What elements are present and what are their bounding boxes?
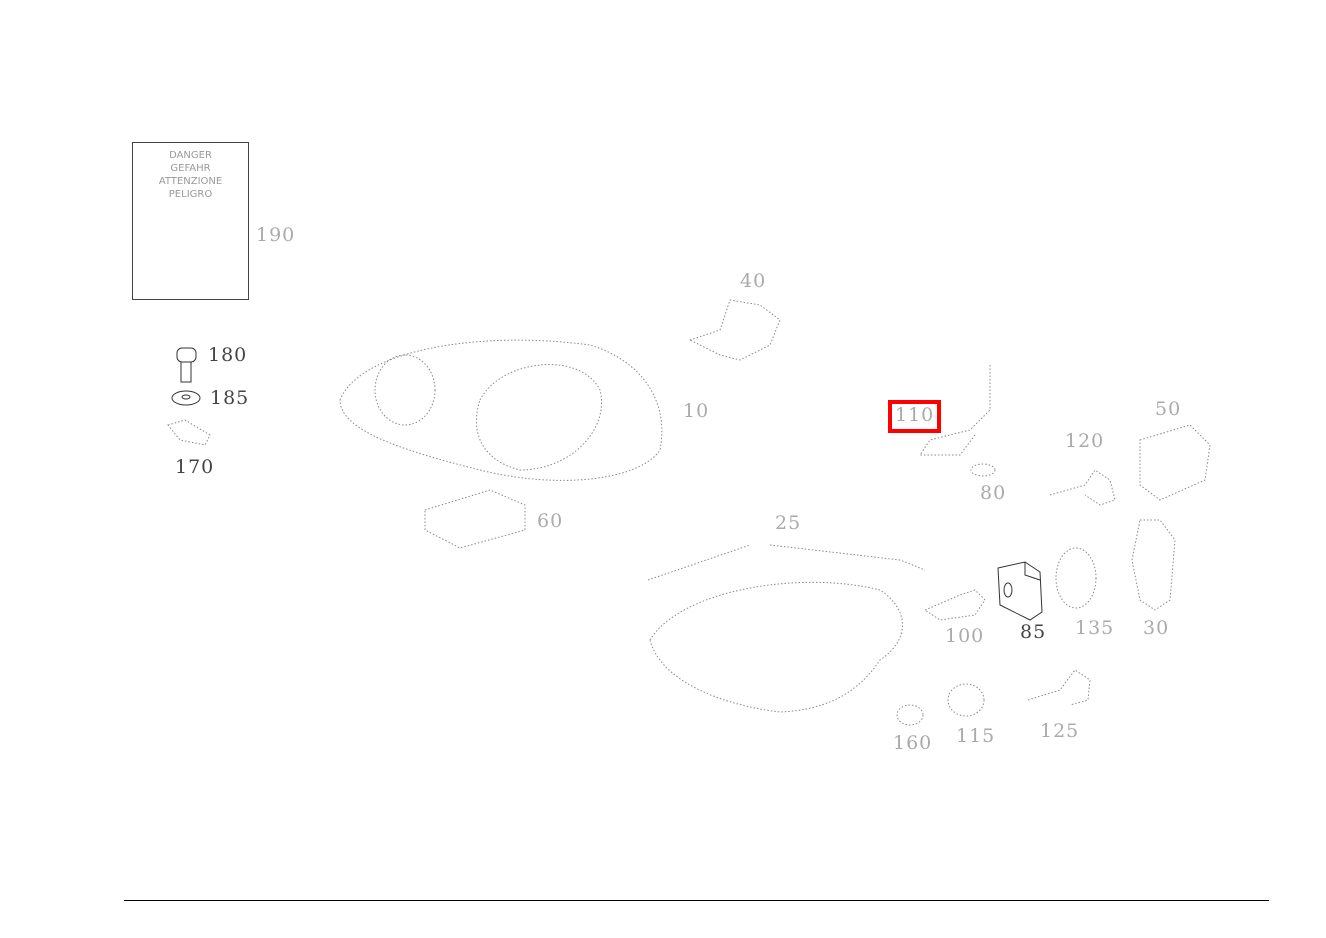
callout-40[interactable]: 40	[740, 270, 767, 292]
washer-185	[171, 390, 201, 406]
ballast-box	[424, 489, 526, 549]
callout-160[interactable]: 160	[893, 732, 933, 754]
callout-100[interactable]: 100	[945, 625, 985, 647]
callout-80[interactable]: 80	[980, 482, 1007, 504]
callout-170[interactable]: 170	[175, 456, 215, 478]
callout-180[interactable]: 180	[208, 344, 248, 366]
callout-10[interactable]: 10	[683, 400, 710, 422]
bulb-40	[688, 299, 781, 361]
part-85-cap	[997, 561, 1043, 621]
callout-135[interactable]: 135	[1075, 617, 1115, 639]
callout-185[interactable]: 185	[210, 387, 250, 409]
footer-rule	[124, 900, 1269, 901]
callout-190[interactable]: 190	[256, 224, 296, 246]
headlamp-upper	[339, 339, 663, 481]
callout-110[interactable]: 110	[895, 404, 935, 426]
clip-170	[167, 419, 211, 446]
callout-30[interactable]: 30	[1143, 617, 1170, 639]
callout-125[interactable]: 125	[1040, 720, 1080, 742]
callout-60[interactable]: 60	[537, 510, 564, 532]
warning-label-text: DANGER GEFAHR ATTENZIONE PELIGRO	[158, 150, 223, 200]
callout-85[interactable]: 85	[1020, 621, 1047, 643]
callout-50[interactable]: 50	[1155, 398, 1182, 420]
highlight-box	[888, 400, 941, 433]
bolt-180	[176, 347, 197, 383]
headlamp-lower	[649, 581, 903, 713]
callout-120[interactable]: 120	[1065, 430, 1105, 452]
callout-115[interactable]: 115	[956, 725, 996, 747]
warning-label: DANGER GEFAHR ATTENZIONE PELIGRO	[132, 142, 249, 300]
callout-25[interactable]: 25	[775, 512, 802, 534]
